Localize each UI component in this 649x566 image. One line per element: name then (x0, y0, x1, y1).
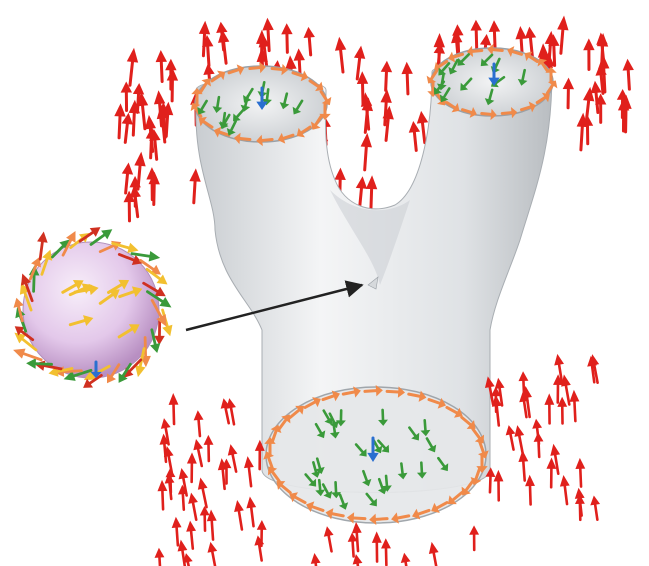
exterior-field-arrow (122, 163, 133, 194)
exterior-field-arrow (172, 517, 182, 546)
exterior-field-arrow (207, 542, 217, 566)
magnified-sphere (13, 227, 172, 388)
exterior-field-arrow (557, 15, 568, 53)
exterior-field-arrow (563, 78, 574, 108)
exterior-field-arrow (534, 432, 544, 457)
exterior-field-arrow (234, 500, 244, 529)
exterior-field-arrow (169, 393, 179, 424)
exterior-field-arrow (246, 496, 256, 526)
exterior-field-arrow (570, 390, 580, 421)
exterior-field-arrow (560, 475, 570, 504)
exterior-field-arrow (188, 493, 198, 520)
exterior-field-arrow (429, 542, 439, 566)
exterior-field-arrow (401, 62, 412, 94)
exterior-field-arrow (544, 393, 554, 423)
exterior-field-arrow (372, 531, 382, 561)
exterior-field-arrow (518, 450, 528, 480)
exterior-field-arrow (186, 521, 196, 549)
exterior-field-arrow (471, 20, 482, 48)
exterior-field-arrow (590, 496, 600, 520)
exterior-field-arrow (304, 27, 315, 55)
exterior-field-arrow (167, 68, 178, 101)
exterior-field-arrow (122, 113, 133, 143)
exterior-field-arrow (187, 452, 197, 482)
exterior-field-arrow (380, 89, 391, 125)
exterior-field-arrow (506, 425, 516, 450)
exterior-field-arrow (198, 478, 208, 508)
exterior-field-arrow (194, 410, 204, 436)
exterior-field-arrow (335, 37, 346, 72)
exterior-field-arrow (514, 425, 524, 453)
exterior-field-arrow (354, 46, 365, 79)
exterior-field-arrow (281, 23, 292, 52)
exterior-field-arrow (489, 20, 500, 50)
exterior-field-arrow (401, 553, 411, 566)
exterior-field-arrow (583, 38, 594, 69)
exterior-field-arrow (324, 526, 334, 551)
exterior-field-arrow (218, 29, 229, 63)
exterior-field-arrow (127, 48, 138, 85)
exterior-field-arrow (156, 50, 167, 82)
exterior-field-arrow (244, 456, 254, 486)
sphere-field-arrow (13, 298, 23, 321)
exterior-field-arrow (575, 458, 585, 487)
exterior-field-arrow (366, 175, 377, 211)
exterior-field-arrow (155, 548, 165, 566)
exterior-field-arrow (361, 133, 372, 170)
exterior-field-arrow (623, 59, 634, 89)
exterior-field-arrow (311, 553, 321, 566)
exterior-field-arrow (157, 480, 167, 510)
exterior-field-arrow (546, 457, 556, 487)
exterior-field-arrow (525, 475, 535, 505)
exterior-field-arrow (189, 168, 200, 202)
exterior-field-arrow (494, 470, 504, 500)
exterior-field-arrow (409, 121, 420, 150)
exterior-field-arrow (469, 525, 479, 550)
exterior-field-arrow (356, 176, 367, 208)
exterior-field-arrow (204, 435, 214, 461)
exterior-field-arrow (381, 61, 392, 91)
exterior-field-arrow (381, 538, 391, 565)
